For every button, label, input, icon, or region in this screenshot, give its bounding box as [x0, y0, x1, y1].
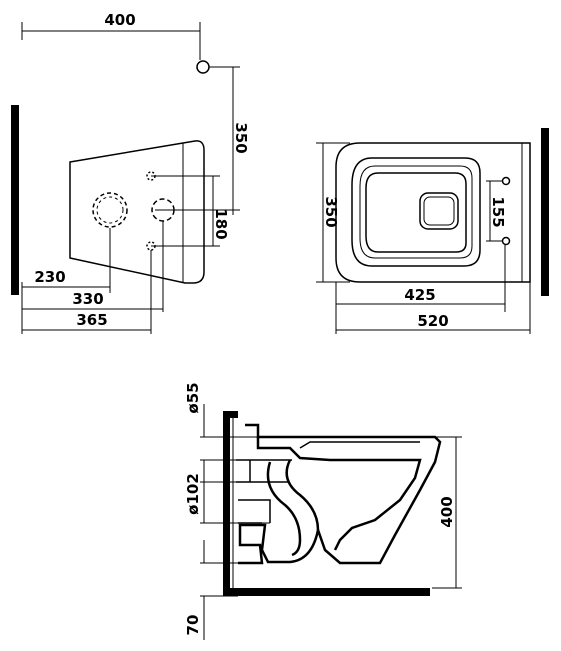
dim-label-400: 400 [104, 11, 135, 29]
top-bolt-upper [501, 176, 511, 186]
dim-label-365: 365 [76, 311, 107, 329]
bowl-side-outer [238, 423, 442, 565]
drain-square [419, 192, 459, 230]
supply-pipe-circle [196, 60, 210, 74]
dim-label-155: 155 [489, 196, 507, 227]
dim-label-330: 330 [72, 290, 103, 308]
seat-outer [351, 157, 481, 267]
top-wall-bar [541, 128, 549, 296]
dim-label-350-front: 350 [232, 122, 250, 153]
front-view: 400 350 180 230 330 365 [11, 11, 250, 334]
bowl-side-inner [256, 437, 422, 551]
bowl-top-outline [335, 142, 531, 283]
dim-label-400-height: 400 [438, 496, 456, 527]
dim-label-102: ø102 [184, 473, 202, 515]
front-wall-bar [11, 105, 19, 295]
dim-label-55: ø55 [184, 382, 202, 413]
dim-label-230: 230 [34, 268, 65, 286]
side-section-view: ø55 ø102 70 400 [184, 382, 462, 640]
inlet-pipe [236, 459, 292, 483]
dim-label-180: 180 [212, 208, 230, 239]
side-wall-floor [223, 411, 430, 596]
dim-label-70: 70 [184, 615, 202, 636]
dim-label-425: 425 [404, 286, 435, 304]
bowl-opening [365, 172, 467, 253]
dim-label-520: 520 [417, 312, 448, 330]
top-view: 350 155 425 520 [316, 128, 549, 334]
bowl-front-outline [69, 140, 205, 284]
drain-circle-dashed [92, 192, 128, 228]
top-bolt-lower [501, 236, 511, 246]
seat-inner [359, 165, 473, 259]
outlet-pipe [238, 499, 271, 524]
dim-label-350-top: 350 [322, 196, 340, 227]
bowl-trap [285, 459, 320, 531]
